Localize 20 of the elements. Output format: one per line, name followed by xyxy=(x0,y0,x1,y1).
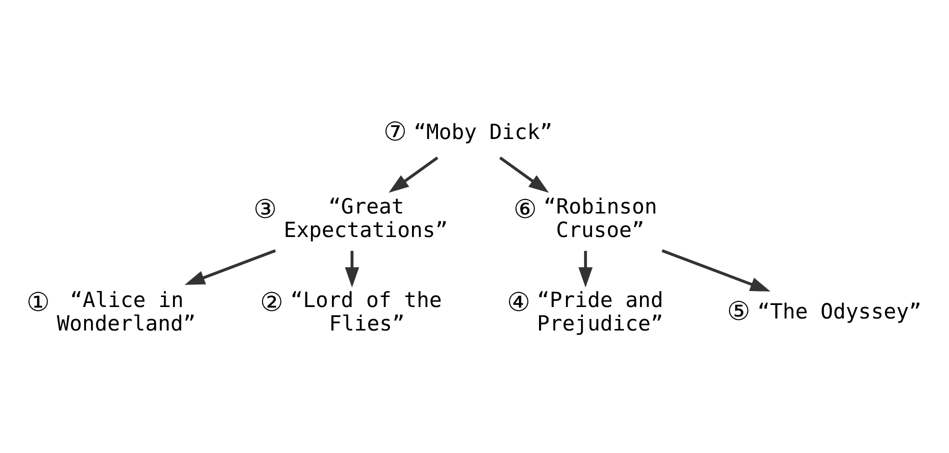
node-text: “Great Expectations” xyxy=(283,194,448,242)
node-label: ⑦ xyxy=(383,116,406,147)
node-label: ③ xyxy=(253,194,276,224)
node-label: ② xyxy=(260,287,283,318)
node-text: “Alice in Wonderland” xyxy=(56,287,196,335)
node-label: ⑥ xyxy=(512,194,536,224)
node-text: “Pride and Prejudice” xyxy=(536,287,663,335)
node-label: ④ xyxy=(506,287,530,318)
arrow xyxy=(388,156,438,192)
node-text: “Robinson Crusoe” xyxy=(543,194,657,242)
arrow xyxy=(578,250,592,288)
node-label: ① xyxy=(26,287,50,318)
node-text: “Lord of the Flies” xyxy=(290,287,442,335)
node-text: “The Odyssey” xyxy=(756,299,921,324)
node-text: “Moby Dick” xyxy=(413,119,552,144)
node-label: ⑤ xyxy=(726,296,750,327)
arrow xyxy=(498,156,548,192)
arrow xyxy=(661,248,770,291)
arrow xyxy=(184,248,276,284)
arrow xyxy=(344,250,359,288)
